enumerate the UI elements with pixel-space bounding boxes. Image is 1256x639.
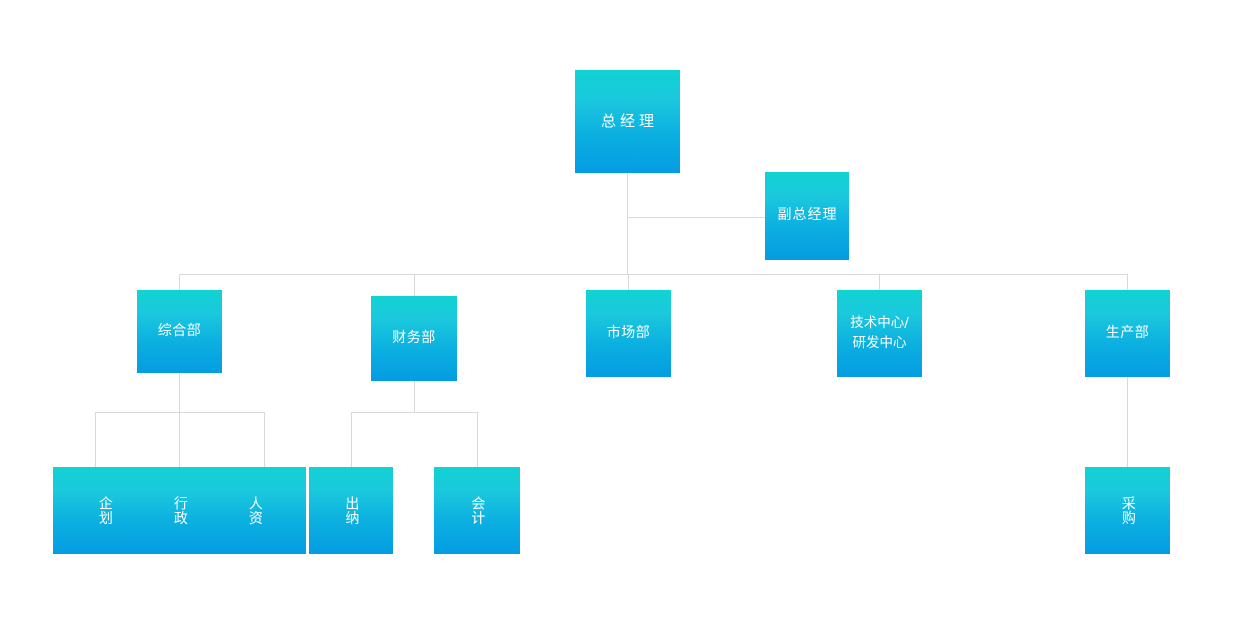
node-label-hr[interactable]: 人资 xyxy=(246,496,263,525)
node-tech-rd-center[interactable]: 技术中心/ 研发中心 xyxy=(837,290,922,377)
connector-stub-marketing xyxy=(628,274,629,290)
connector-stub-tech xyxy=(879,274,880,290)
connector-gm-trunk xyxy=(627,173,628,274)
node-label: 副总经理 xyxy=(777,207,838,224)
node-purchasing[interactable]: 采购 xyxy=(1085,467,1170,554)
node-general-affairs-dept[interactable]: 综合部 xyxy=(137,290,222,373)
connector-stub-accounting xyxy=(477,412,478,467)
node-label: 会计 xyxy=(469,496,486,525)
node-finance-dept[interactable]: 财务部 xyxy=(371,296,457,381)
node-accounting[interactable]: 会计 xyxy=(434,467,520,554)
connector-stub-hr xyxy=(264,412,265,467)
connector-stub-admin xyxy=(179,412,180,467)
node-general-manager[interactable]: 总经理 xyxy=(575,70,680,173)
connector-general-drop xyxy=(179,373,180,412)
connector-stub-planning xyxy=(95,412,96,467)
node-label-planning[interactable]: 企划 xyxy=(96,496,113,525)
connector-stub-general xyxy=(179,274,180,290)
node-label-admin[interactable]: 行政 xyxy=(171,496,188,525)
node-group-general-affairs-children: 企划 行政 人资 xyxy=(53,467,306,554)
node-label: 采购 xyxy=(1119,496,1136,525)
node-deputy-general-manager[interactable]: 副总经理 xyxy=(765,172,849,260)
node-production-dept[interactable]: 生产部 xyxy=(1085,290,1170,377)
node-label: 综合部 xyxy=(157,322,202,339)
connector-department-bus xyxy=(179,274,1127,275)
node-label: 生产部 xyxy=(1105,324,1150,341)
connector-stub-cashier xyxy=(351,412,352,467)
connector-finance-drop xyxy=(414,381,415,412)
connector-finance-bus xyxy=(351,412,477,413)
node-label: 技术中心/ 研发中心 xyxy=(850,314,909,351)
node-label: 市场部 xyxy=(606,324,651,341)
node-label: 财务部 xyxy=(392,329,436,346)
node-label: 总经理 xyxy=(600,111,658,130)
connector-stub-production xyxy=(1127,274,1128,290)
connector-production-to-purchasing xyxy=(1127,377,1128,467)
node-cashier[interactable]: 出纳 xyxy=(309,467,393,554)
node-label: 出纳 xyxy=(343,496,360,525)
connector-gm-to-deputy xyxy=(627,217,765,218)
connector-stub-finance xyxy=(414,274,415,296)
node-marketing-dept[interactable]: 市场部 xyxy=(586,290,671,377)
